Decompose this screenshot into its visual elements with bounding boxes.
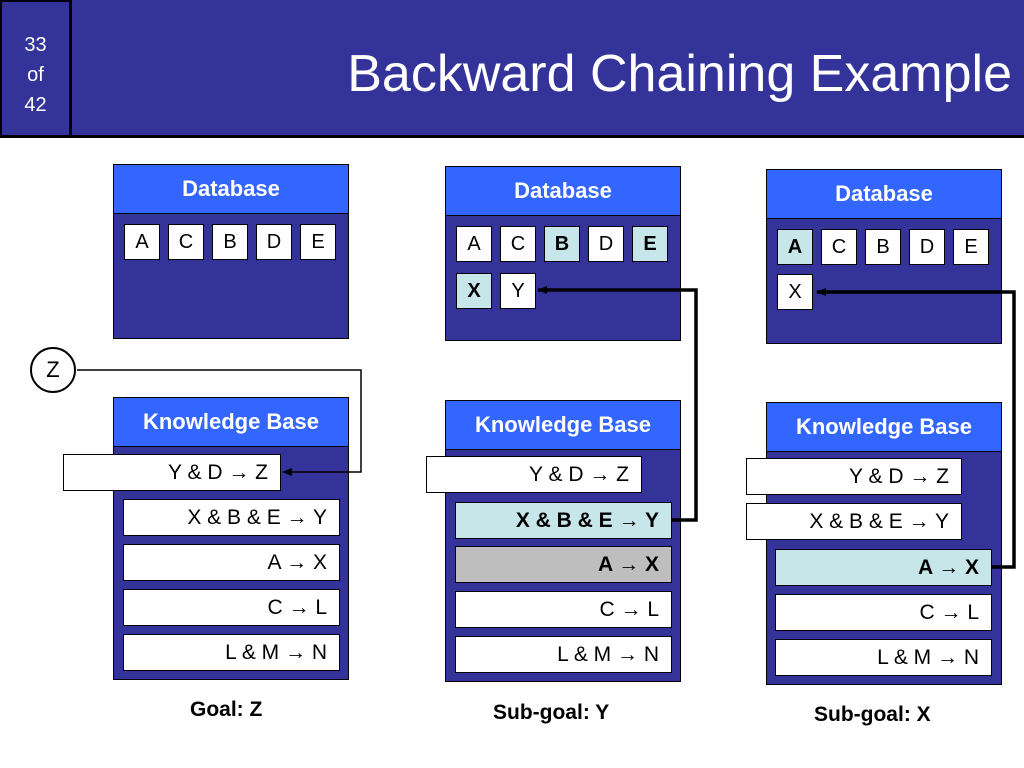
goal-node: Z xyxy=(30,347,76,393)
slide-header: 33 of 42 Backward Chaining Example xyxy=(0,0,1024,138)
fact-cell: C xyxy=(168,224,204,260)
slide-title: Backward Chaining Example xyxy=(347,45,1012,103)
fact-cell: C xyxy=(821,229,857,265)
database-title-2: Database xyxy=(446,167,680,216)
rule-row: C → L xyxy=(455,591,672,628)
fact-cell: X xyxy=(777,274,813,310)
caption-2: Sub-goal: Y xyxy=(493,701,610,724)
goal-connector xyxy=(77,369,362,476)
rule-row: L & M → N xyxy=(775,639,992,676)
slide-number-total: 42 xyxy=(24,94,47,116)
fact-cell: D xyxy=(588,226,624,262)
caption-1: Goal: Z xyxy=(190,698,263,721)
database-title-1: Database xyxy=(114,165,348,214)
rule-row: A → X xyxy=(123,544,340,581)
fact-cell-highlighted: A xyxy=(777,229,813,265)
knowledge-base-panel-1: Knowledge Base xyxy=(113,397,349,680)
fact-cell-highlighted: B xyxy=(544,226,580,262)
fact-cell: D xyxy=(909,229,945,265)
knowledge-base-panel-2: Knowledge Base xyxy=(445,400,681,682)
rule-row: L & M → N xyxy=(455,636,672,673)
fact-cell: A xyxy=(124,224,160,260)
slide-number-current: 33 xyxy=(24,34,47,56)
fact-cell: A xyxy=(456,226,492,262)
kb-title-1: Knowledge Base xyxy=(114,398,348,447)
kb-title-3: Knowledge Base xyxy=(767,403,1001,452)
slide-number: 33 of 42 xyxy=(0,0,72,138)
rule-row: X & B & E → Y xyxy=(746,503,962,540)
rule-row-active: A → X xyxy=(775,549,992,586)
fact-cell: D xyxy=(256,224,292,260)
rule-row: L & M → N xyxy=(123,634,340,671)
rule-row: Y & D → Z xyxy=(746,458,962,495)
fact-cell: B xyxy=(212,224,248,260)
rule-row: Y & D → Z xyxy=(63,454,281,491)
rule-row: C → L xyxy=(123,589,340,626)
fact-cell: E xyxy=(300,224,336,260)
fact-cell: E xyxy=(953,229,989,265)
database-panel-2: Database A C B D E X Y xyxy=(445,166,681,341)
rule-row-pending: A → X xyxy=(455,546,672,583)
rule-row: C → L xyxy=(775,594,992,631)
fact-cell: C xyxy=(500,226,536,262)
kb-title-2: Knowledge Base xyxy=(446,401,680,450)
rule-row: X & B & E → Y xyxy=(123,499,340,536)
database-panel-1: Database A C B D E xyxy=(113,164,349,339)
fact-cell: Y xyxy=(500,273,536,309)
rule-to-fact-arrow-x xyxy=(816,288,1016,569)
database-title-3: Database xyxy=(767,170,1001,219)
knowledge-base-panel-3: Knowledge Base xyxy=(766,402,1002,685)
rule-to-fact-arrow-y xyxy=(537,286,698,522)
slide-number-of: of xyxy=(27,64,44,86)
fact-cell: B xyxy=(865,229,901,265)
rule-row-active: X & B & E → Y xyxy=(455,502,672,539)
fact-cell-highlighted: E xyxy=(632,226,668,262)
rule-row: Y & D → Z xyxy=(426,456,642,493)
caption-3: Sub-goal: X xyxy=(814,703,931,726)
database-panel-3: Database A C B D E X xyxy=(766,169,1002,344)
fact-cell-highlighted: X xyxy=(456,273,492,309)
